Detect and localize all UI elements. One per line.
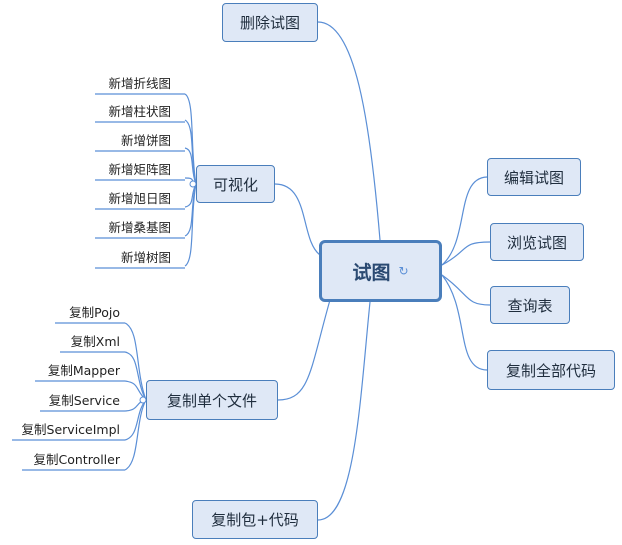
node-copy-all-code[interactable]: 复制全部代码 (487, 350, 615, 390)
node-label: 删除试图 (239, 14, 300, 32)
leaf-item[interactable]: 新增桑基图 (108, 220, 171, 235)
leaf-item[interactable]: 新增饼图 (120, 133, 171, 148)
node-label: 编辑试图 (503, 168, 564, 187)
center-label: 试图 (352, 261, 391, 284)
center-node[interactable]: 试图 ↻ (319, 240, 442, 302)
node-visualize[interactable]: 可视化 (196, 165, 275, 203)
node-label: 复制单个文件 (166, 391, 257, 410)
leaf-item[interactable]: 新增树图 (120, 250, 171, 265)
leaf-item[interactable]: 复制Xml (70, 334, 120, 349)
node-copy-package-code[interactable]: 复制包+代码 (192, 500, 318, 539)
leaf-item[interactable]: 复制ServiceImpl (21, 422, 120, 437)
node-label: 浏览试图 (506, 233, 567, 252)
node-copy-single-file[interactable]: 复制单个文件 (146, 380, 278, 420)
node-edit-view[interactable]: 编辑试图 (487, 158, 581, 196)
leaf-item[interactable]: 新增旭日图 (108, 191, 171, 206)
leaf-item[interactable]: 复制Service (48, 393, 120, 408)
node-label: 复制包+代码 (211, 511, 299, 529)
node-query-table[interactable]: 查询表 (490, 286, 570, 324)
leaf-item[interactable]: 复制Controller (33, 452, 121, 467)
leaf-item[interactable]: 新增矩阵图 (108, 162, 171, 177)
node-label: 可视化 (212, 175, 258, 194)
leaf-item[interactable]: 新增柱状图 (108, 104, 171, 119)
leaf-item[interactable]: 复制Mapper (47, 363, 120, 378)
refresh-icon: ↻ (398, 264, 409, 278)
node-label: 查询表 (507, 296, 553, 315)
leaf-item[interactable]: 复制Pojo (69, 305, 120, 320)
node-browse-view[interactable]: 浏览试图 (490, 223, 584, 261)
node-label: 复制全部代码 (505, 361, 596, 380)
node-delete-view[interactable]: 删除试图 (222, 3, 318, 42)
leaf-item[interactable]: 新增折线图 (108, 76, 171, 91)
